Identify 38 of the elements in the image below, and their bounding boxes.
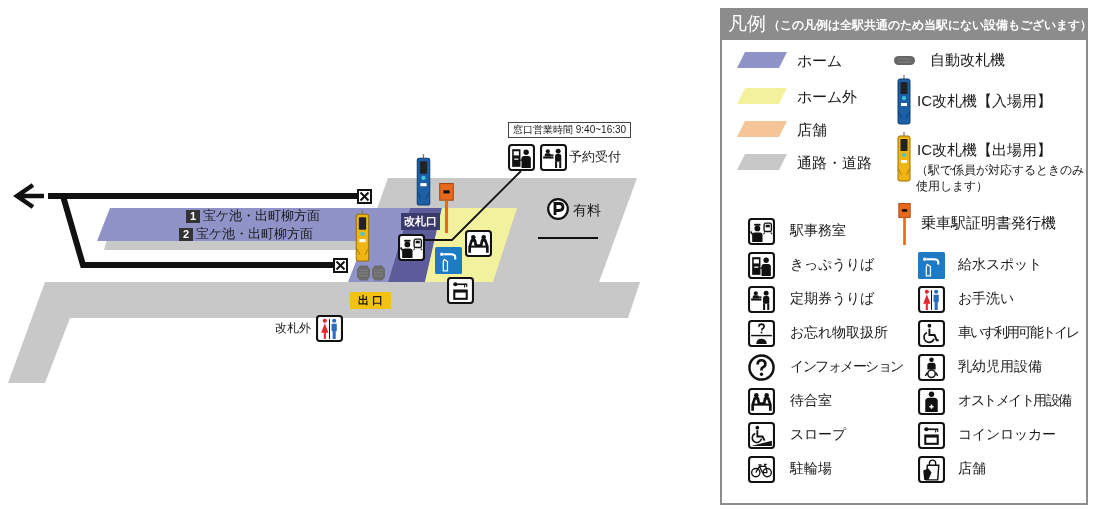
legend-note: （駅で係員が対応するときのみ使用します） — [916, 163, 1084, 195]
legend-label: お忘れ物取扱所 — [790, 324, 888, 341]
platform-destination: 宝ケ池・出町柳方面 — [203, 209, 320, 224]
legend-label: 自動改札機 — [930, 51, 1005, 69]
legend-label: コインロッカー — [958, 426, 1056, 443]
track-number: 2 — [179, 228, 193, 241]
reservation-label: 予約受付 — [569, 150, 621, 165]
legend-label: 給水スポット — [958, 256, 1042, 273]
legend-label: 店舗 — [797, 121, 827, 139]
legend-label: 車いす利用可能トイレ — [958, 324, 1078, 341]
legend-label: 定期券うりば — [790, 290, 874, 307]
legend-label: 店舗 — [958, 460, 986, 477]
legend-title: 凡例 — [728, 13, 766, 35]
legend-label: 待合室 — [790, 392, 832, 409]
legend-label: きっぷうりば — [790, 256, 874, 273]
outside-gate-label: 改札外 — [275, 322, 311, 336]
legend-label: 駐輪場 — [790, 460, 832, 477]
exit-sign: 出口 — [350, 292, 391, 309]
legend-label: オストメイト用設備 — [958, 392, 1071, 409]
legend-label: IC改札機【出場用】 — [917, 141, 1052, 159]
parking-fee-label: 有料 — [573, 202, 601, 219]
legend-subtitle: （この凡例は全駅共通のため当駅にない設備もございます） — [768, 19, 1092, 33]
platform-destination: 宝ケ池・出町柳方面 — [196, 227, 313, 242]
legend-label: IC改札機【入場用】 — [917, 92, 1052, 110]
leader-line — [424, 170, 522, 241]
track-number: 1 — [186, 210, 200, 223]
legend-label: 通路・道路 — [797, 154, 872, 172]
legend-label: 駅事務室 — [790, 222, 846, 239]
legend-label: 乗車駅証明書発行機 — [921, 214, 1056, 232]
hours-label: 窓口営業時間 9:40~16:30 — [508, 122, 632, 138]
legend-label: ホーム — [797, 52, 842, 70]
gate-sign: 改札口 — [401, 213, 440, 230]
legend-label: 乳幼児用設備 — [958, 358, 1042, 375]
legend-label: インフォメーション — [790, 358, 903, 375]
legend-label: お手洗い — [958, 290, 1014, 307]
staff-train-icon — [398, 234, 425, 261]
legend-label: スロープ — [790, 426, 846, 443]
legend-label: ホーム外 — [797, 88, 857, 106]
